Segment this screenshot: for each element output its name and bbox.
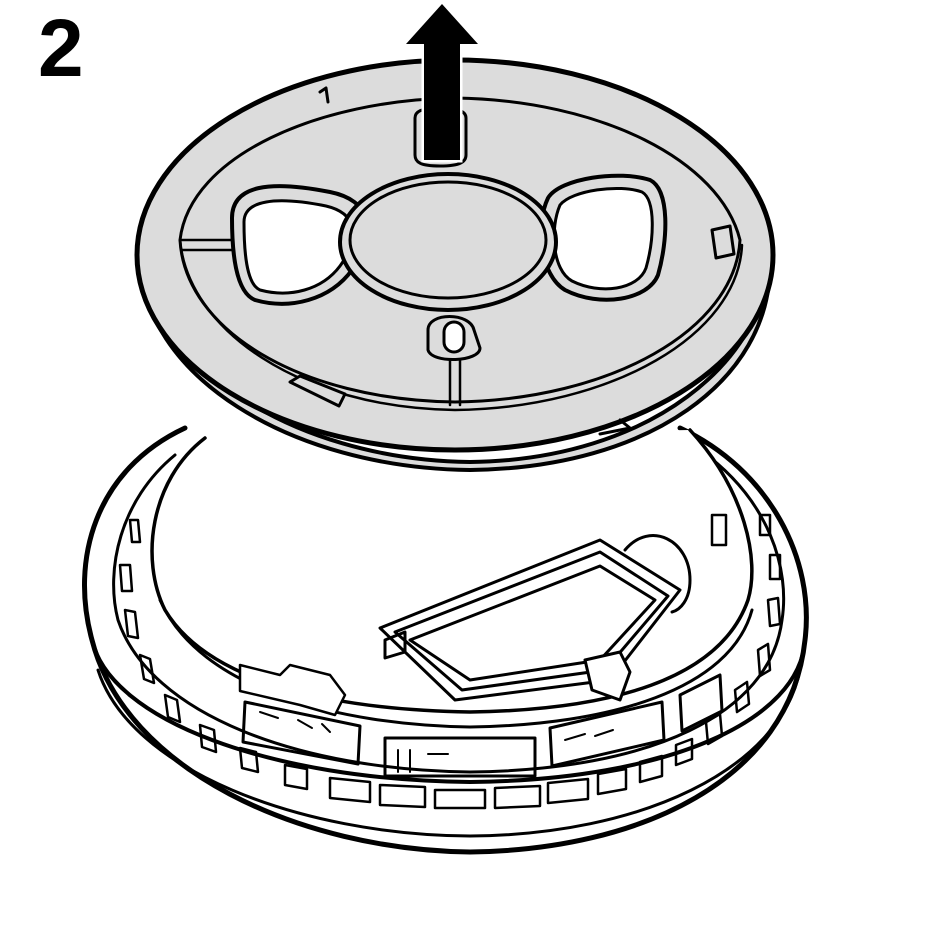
smoke-detector-body: [84, 428, 806, 852]
plate-clip-right: [712, 226, 734, 258]
dome-clip-right: [712, 515, 726, 545]
